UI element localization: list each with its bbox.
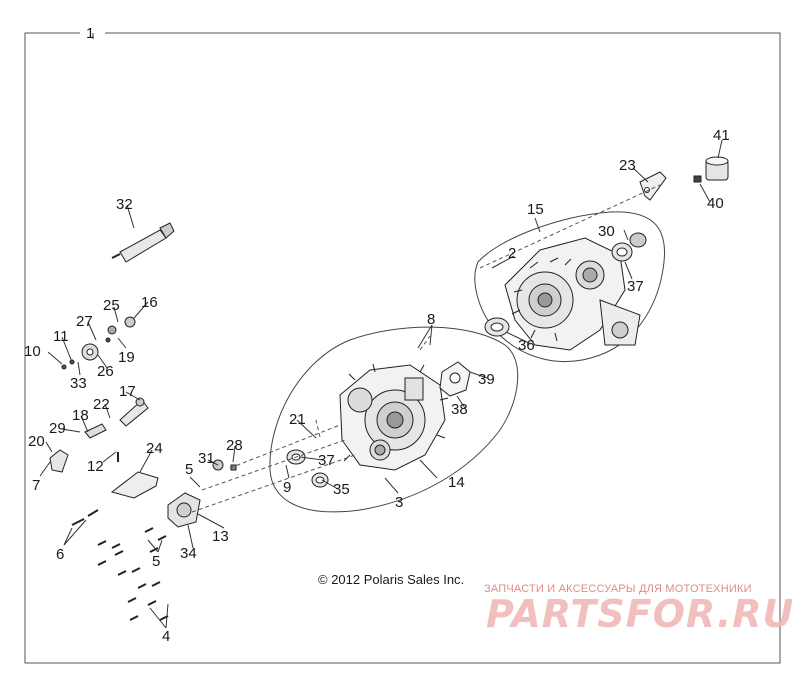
- callout-37a: 37: [627, 278, 644, 295]
- callout-33: 33: [70, 375, 87, 392]
- callout-32: 32: [116, 196, 133, 213]
- callout-7: 7: [32, 477, 40, 494]
- callout-2: 2: [508, 245, 516, 262]
- watermark-tagline: ЗАПЧАСТИ И АКСЕССУАРЫ ДЛЯ МОТОТЕХНИКИ: [484, 583, 752, 595]
- bracket-and-breather: [639, 156, 729, 201]
- callout-11: 11: [53, 328, 69, 345]
- callout-16: 16: [141, 294, 158, 311]
- callout-22: 22: [93, 396, 110, 413]
- callout-26: 26: [97, 363, 114, 380]
- callout-6: 6: [56, 546, 64, 563]
- callout-40: 40: [707, 195, 724, 212]
- callout-5b: 5: [152, 553, 160, 570]
- actuator-13: [167, 459, 237, 528]
- callout-10: 10: [24, 343, 41, 360]
- callout-4: 4: [162, 628, 170, 645]
- callout-3: 3: [395, 494, 403, 511]
- callout-27: 27: [76, 313, 93, 330]
- callout-9: 9: [283, 479, 291, 496]
- callout-19: 19: [118, 349, 135, 366]
- callout-41: 41: [713, 127, 730, 144]
- callout-36: 36: [518, 337, 535, 354]
- callout-17: 17: [119, 383, 136, 400]
- callout-34: 34: [180, 545, 197, 562]
- callout-24: 24: [146, 440, 163, 457]
- transmission-case-right: [504, 237, 641, 351]
- bracket-24: [110, 471, 159, 499]
- callout-labels: 1 2 3 4 5 5 6 7 8 9 10 11 12 13 14 15 16…: [24, 25, 730, 645]
- callout-25: 25: [103, 297, 120, 314]
- bolt-set: [71, 509, 169, 621]
- callout-5a: 5: [185, 461, 193, 478]
- transmission-case-left: [339, 363, 449, 471]
- callout-39: 39: [478, 371, 495, 388]
- callout-29: 29: [49, 420, 66, 437]
- callout-37b: 37: [318, 452, 335, 469]
- callout-14: 14: [448, 474, 465, 491]
- callout-35: 35: [333, 481, 350, 498]
- shift-shaft-32: [111, 222, 175, 263]
- callout-18: 18: [72, 407, 89, 424]
- copyright-notice: © 2012 Polaris Sales Inc.: [318, 572, 465, 587]
- oil-seals: [286, 232, 647, 488]
- frame-border: [24, 32, 781, 664]
- callout-15: 15: [527, 201, 544, 218]
- shift-components: [49, 316, 149, 473]
- callout-13: 13: [212, 528, 229, 545]
- callout-31: 31: [198, 450, 215, 467]
- callout-1: 1: [86, 25, 94, 42]
- callout-20: 20: [28, 433, 45, 450]
- callout-23: 23: [619, 157, 636, 174]
- callout-8: 8: [427, 311, 435, 328]
- watermark-logo: PARTSFOR.RU: [486, 592, 795, 636]
- callout-38: 38: [451, 401, 468, 418]
- assembly-guide-lines: [191, 184, 661, 513]
- leader-lines: [39, 33, 723, 629]
- callout-21: 21: [289, 411, 306, 428]
- housing-group-outline-14: [269, 326, 519, 513]
- callout-28: 28: [226, 437, 243, 454]
- callout-30: 30: [598, 223, 615, 240]
- callout-12: 12: [87, 458, 104, 475]
